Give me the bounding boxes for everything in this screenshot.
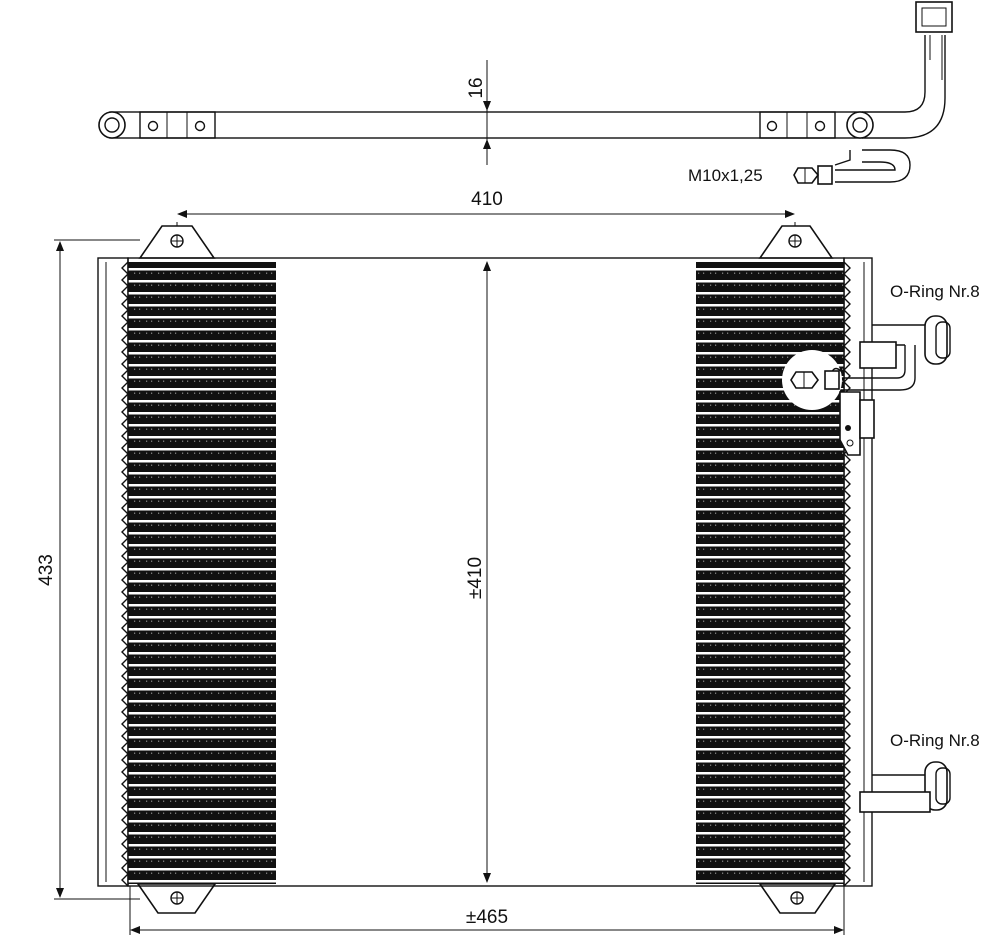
bracket-right-hole-2 [814, 120, 826, 132]
bar-end-right [846, 111, 874, 139]
front-view: 410 ±410 433 [36, 189, 980, 935]
mount-spacing-label: 410 [471, 189, 503, 210]
thread-fitting [817, 165, 833, 185]
depth-label: 16 [466, 77, 487, 98]
bracket-left-hole-2 [194, 120, 206, 132]
bracket-left-hole-1 [147, 120, 159, 132]
core-height-label: ±410 [465, 557, 486, 599]
bracket-right-hole-1 [766, 120, 778, 132]
top-bar [109, 111, 863, 139]
bracket-right [759, 111, 836, 139]
width-total-label: ±465 [466, 907, 508, 928]
thread-label: M10x1,25 [688, 166, 763, 185]
left-header-tank [97, 257, 129, 887]
core-outline [127, 257, 845, 887]
hex-nut-top [793, 167, 820, 184]
mount-lug-top-right [758, 225, 834, 259]
pipe-down [835, 149, 911, 183]
core-fins-left [128, 262, 276, 884]
pipe-up [862, 35, 946, 139]
oring-label-bottom: O-Ring Nr.8 [890, 731, 980, 750]
top-view: 16 M10x1,25 [98, 1, 953, 185]
bar-end-left [98, 111, 126, 139]
oring-label-top: O-Ring Nr.8 [890, 282, 980, 301]
bar-end-left-hole [104, 117, 120, 133]
bracket-left [139, 111, 216, 139]
tube-edge-left [121, 261, 129, 887]
upper-pipe-connection [782, 315, 951, 456]
lower-pipe-connection [859, 761, 951, 813]
bar-end-right-hole [852, 117, 868, 133]
tube-edge-right [843, 261, 851, 887]
height-total-label: 433 [36, 554, 57, 586]
pipe-connector-top [915, 1, 953, 33]
